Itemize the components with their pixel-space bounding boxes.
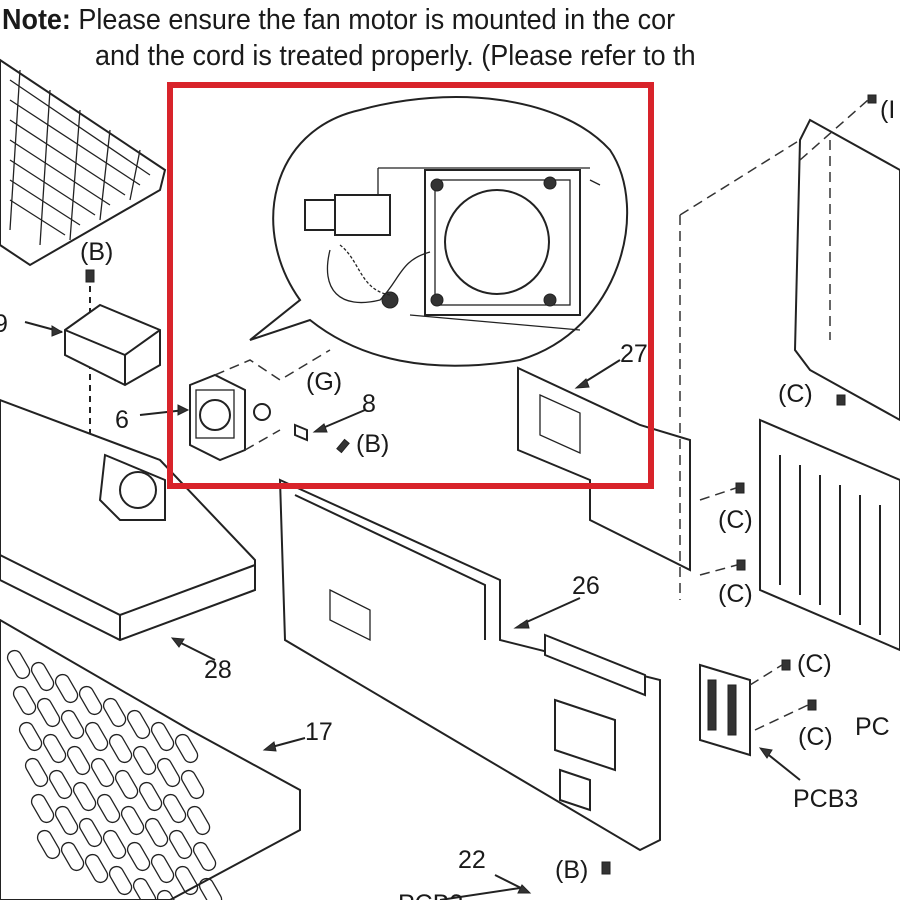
tray-slot (144, 817, 169, 848)
tray-slot (174, 865, 199, 896)
tray-slot (132, 745, 157, 776)
label-b-bottom: (B) (555, 856, 588, 884)
tray-slot (132, 877, 157, 900)
tray-slot (36, 829, 61, 860)
tray-slot (78, 817, 103, 848)
tray-slot (126, 841, 151, 872)
label-b-fan: (B) (356, 430, 389, 458)
part-27-plate (517, 366, 691, 572)
tray-slot (48, 769, 73, 800)
label-top-right-cut: (I (880, 96, 895, 124)
tray-slot (168, 829, 193, 860)
pcb-card-cage (759, 418, 900, 652)
label-g: (G) (306, 368, 342, 396)
tray-slot (108, 865, 133, 896)
label-part-8: 8 (362, 390, 376, 418)
tray-slot (120, 805, 145, 836)
tray-slot (42, 733, 67, 764)
tray-slot (54, 805, 79, 836)
tray-slot (162, 793, 187, 824)
label-pcb3: PCB3 (793, 785, 858, 813)
label-part-28: 28 (204, 656, 232, 684)
label-c-pcb3-top: (C) (797, 650, 832, 678)
part-17-perforated-tray (0, 618, 301, 900)
tray-slot (90, 757, 115, 788)
label-b-top-left: (B) (80, 238, 113, 266)
tray-slot (18, 721, 43, 752)
label-part-26: 26 (572, 572, 600, 600)
pcb3-board (699, 663, 751, 757)
tray-slot (6, 649, 31, 680)
tray-slot (150, 721, 175, 752)
tray-slot (102, 829, 127, 860)
label-c-mid-2: (C) (718, 580, 753, 608)
tray-slot (30, 661, 55, 692)
tray-slot (108, 733, 133, 764)
label-pc-cut: PC (855, 713, 890, 741)
screws (601, 94, 877, 875)
tray-slot (60, 841, 85, 872)
label-c-pcb3-bottom: (C) (798, 723, 833, 751)
note-line-1: Please ensure the fan motor is mounted i… (78, 4, 676, 36)
tray-slot (36, 697, 61, 728)
label-part-22: 22 (458, 846, 486, 874)
tray-slot (186, 805, 211, 836)
tray-slot (180, 769, 205, 800)
label-part-9: 9 (0, 310, 8, 338)
label-c-mid-1: (C) (718, 506, 753, 534)
tray-slot (96, 793, 121, 824)
note-prefix: Note: (2, 4, 71, 36)
tray-slot (102, 697, 127, 728)
label-pcb-bottom: PCB2 (398, 890, 463, 900)
tray-slot (60, 709, 85, 740)
tray-slot (126, 709, 151, 740)
tray-slot (114, 769, 139, 800)
right-frame (679, 118, 900, 600)
label-c-right-top: (C) (778, 380, 813, 408)
label-part-27: 27 (620, 340, 648, 368)
tray-slot (156, 889, 181, 900)
tray-slot (66, 745, 91, 776)
part-9-box (64, 303, 161, 387)
label-part-6: 6 (115, 406, 129, 434)
tray-slot (12, 685, 37, 716)
note-text: Note: Please ensure the fan motor is mou… (2, 2, 696, 74)
tray-slot (84, 721, 109, 752)
tray-slot (150, 853, 175, 884)
tray-slot (84, 853, 109, 884)
tray-slot (156, 757, 181, 788)
fan-detail-callout (249, 96, 629, 367)
note-line-2: and the cord is treated properly. (Pleas… (95, 40, 696, 72)
tray-slot (138, 781, 163, 812)
highlight-box (167, 82, 654, 489)
tray-slot (192, 841, 217, 872)
label-part-17: 17 (305, 718, 333, 746)
tray-slot (30, 793, 55, 824)
part-28-housing (0, 398, 256, 642)
part-26-main-plate (278, 478, 661, 852)
tray-slot (54, 673, 79, 704)
tray-slot (72, 781, 97, 812)
tray-slot (78, 685, 103, 716)
tray-slot (24, 757, 49, 788)
part-6-fan-motor (189, 349, 331, 462)
tray-slot (174, 733, 199, 764)
tray-slot (198, 877, 223, 900)
top-left-grille-panel (0, 58, 167, 267)
